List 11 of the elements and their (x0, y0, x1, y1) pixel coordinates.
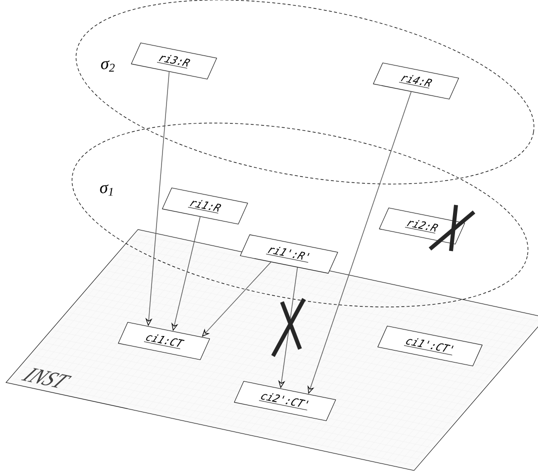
instance-box: ri2:R (379, 208, 465, 244)
instance-box: ri1':R' (240, 234, 338, 274)
instance-box: ri4:R (373, 62, 459, 100)
instance-box: ri3:R (131, 42, 217, 80)
instance-box: ri1:R (162, 188, 248, 224)
layer-label: σ$_{1}$ (100, 184, 113, 196)
instance-box: ci1:CT (118, 322, 210, 360)
instance-box: ci2':CT' (234, 381, 336, 421)
instance-box: ci1':CT' (378, 326, 482, 366)
plane-label: INST (21, 368, 72, 388)
layer-label: σ$_{2}$ (101, 60, 115, 72)
